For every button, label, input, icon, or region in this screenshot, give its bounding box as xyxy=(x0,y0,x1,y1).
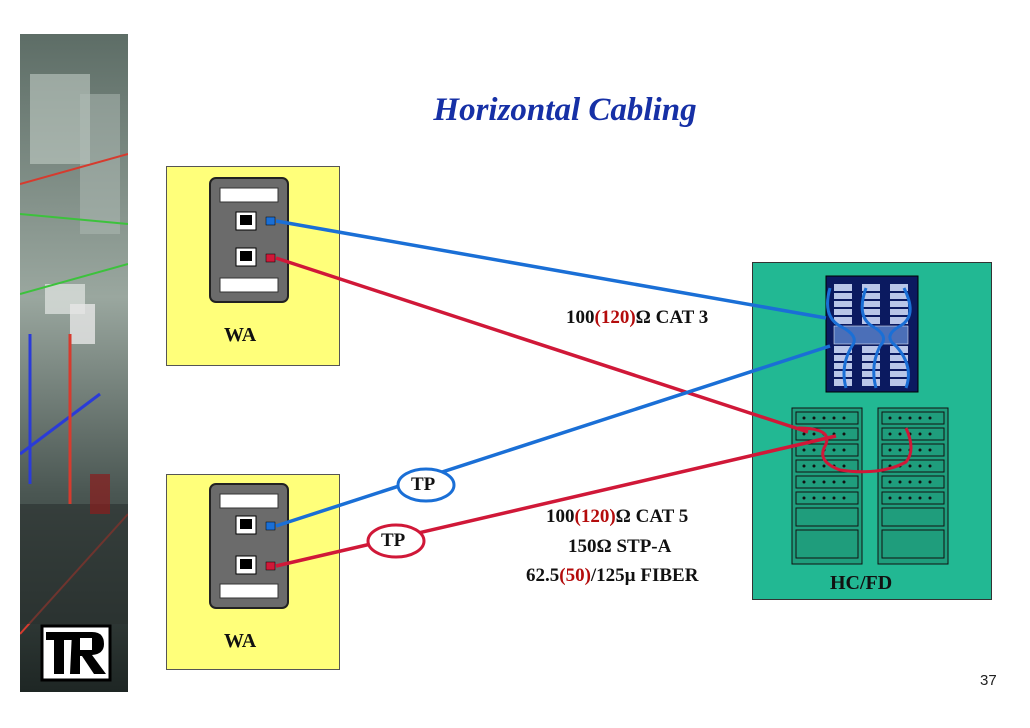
tp-label-upper: TP xyxy=(411,474,436,495)
blue-cable-bottom xyxy=(275,344,831,528)
office-scene-graphic xyxy=(20,34,128,692)
cat3-value: 100 xyxy=(566,307,595,328)
red-patch-cord xyxy=(797,426,913,474)
hc-fd-label: HC/FD xyxy=(830,572,893,594)
patch-panel xyxy=(825,275,919,393)
fiber-alt-value: (50) xyxy=(559,565,591,586)
red-cable-bottom xyxy=(275,434,837,568)
tp-ellipse-lower xyxy=(366,523,426,559)
cat3-alt-value: (120) xyxy=(594,307,636,328)
work-area-label-top: WA xyxy=(224,324,257,346)
stp-cable-label: 150Ω STP-A xyxy=(568,536,672,557)
fiber-value: 62.5 xyxy=(526,565,560,586)
fiber-suffix: /125µ FIBER xyxy=(590,565,699,586)
cat3-suffix: Ω CAT 3 xyxy=(635,307,709,328)
wall-outlet-top xyxy=(209,177,289,303)
equipment-rack-right xyxy=(877,407,949,565)
cat5-suffix: Ω CAT 5 xyxy=(615,506,689,527)
tp-label-lower: TP xyxy=(381,530,406,551)
cat5-cable-label: 100(120)Ω CAT 5 xyxy=(546,506,688,528)
blue-cable-top xyxy=(275,219,827,320)
tp-ellipse-upper xyxy=(396,467,456,503)
slide-title: Horizontal Cabling xyxy=(433,92,697,128)
work-area-label-bottom: WA xyxy=(224,630,257,652)
equipment-rack-left xyxy=(791,407,863,565)
cat5-value: 100 xyxy=(546,506,575,527)
page-number: 37 xyxy=(980,672,997,689)
fiber-cable-label: 62.5(50)/125µ FIBER xyxy=(526,565,698,587)
company-logo xyxy=(40,624,112,682)
cat3-cable-label: 100(120)Ω CAT 3 xyxy=(566,307,708,329)
wall-outlet-bottom xyxy=(209,483,289,609)
cat5-alt-value: (120) xyxy=(574,506,616,527)
red-cable-top xyxy=(275,256,809,434)
sidebar-illustration xyxy=(20,34,128,692)
